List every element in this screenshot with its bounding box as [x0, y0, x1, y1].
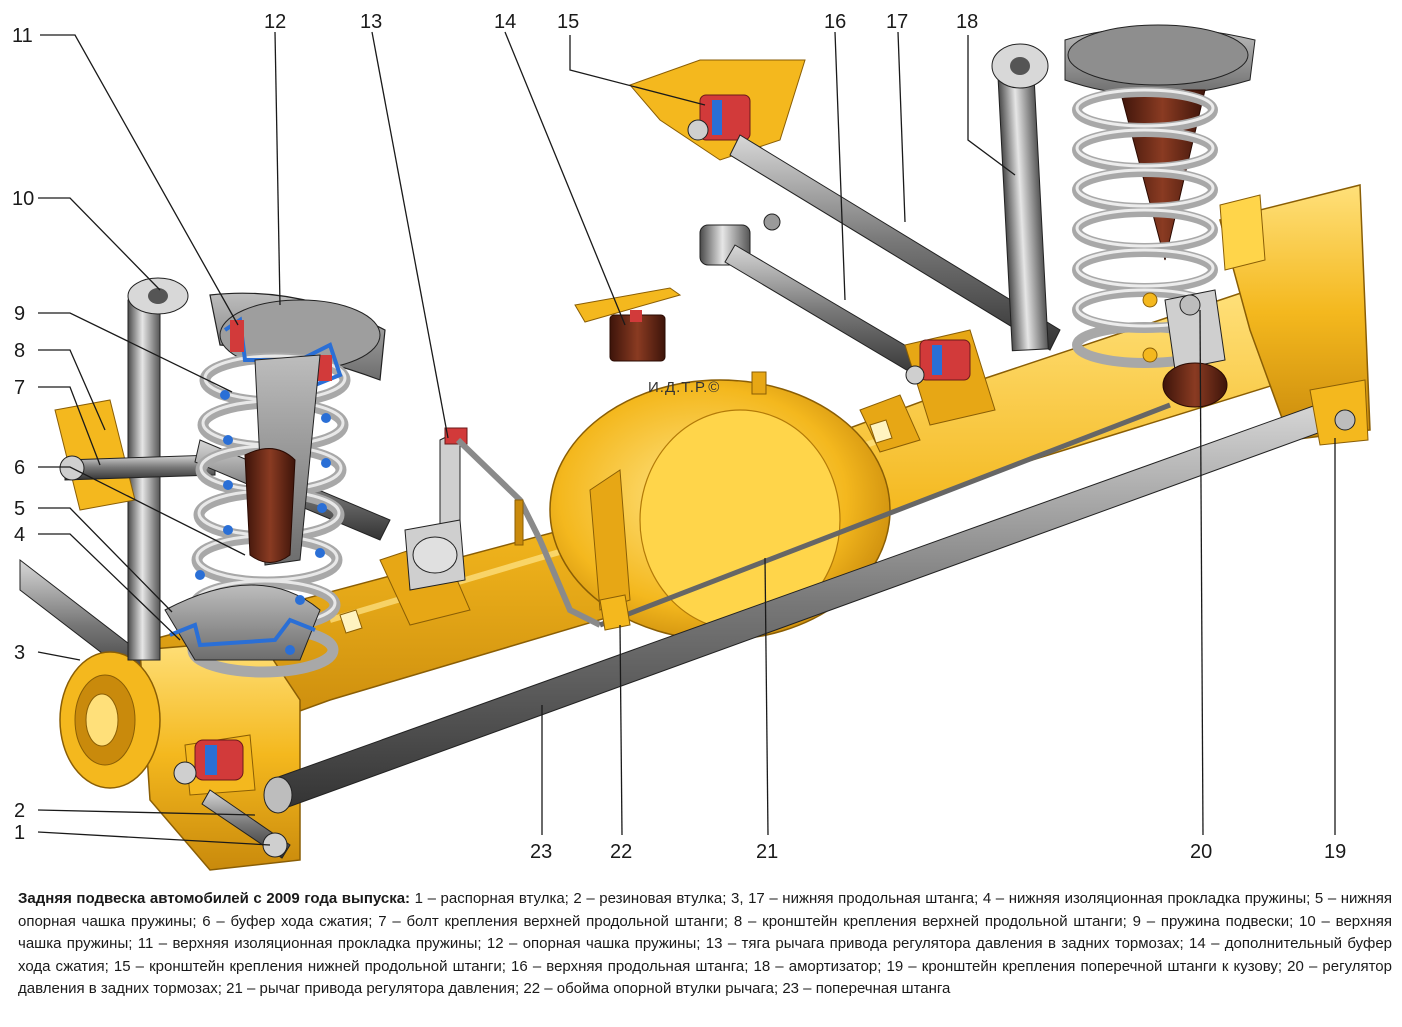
brake-pressure-regulator: [1142, 289, 1228, 408]
callout-15: 15: [557, 11, 579, 33]
caption-legend: 1 – распорная втулка; 2 – резиновая втул…: [18, 890, 1392, 998]
lower-bushing: [173, 734, 291, 859]
callout-23: 23: [530, 841, 552, 863]
callout-1: 1: [14, 822, 25, 844]
watermark-text: И.Д.Т.Р.©: [648, 379, 720, 396]
callout-8: 8: [14, 340, 25, 362]
callout-7: 7: [14, 377, 25, 399]
right-wheel-hub: [1219, 184, 1371, 441]
right-spring-assembly: [1064, 24, 1256, 368]
pressure-regulator-linkage: [404, 402, 1171, 631]
caption-title: Задняя подвеска автомобилей с 2009 года …: [18, 890, 411, 907]
upper-longitudinal-bar: [699, 213, 996, 426]
left-shock-absorber: [127, 277, 189, 661]
callout-9: 9: [14, 303, 25, 325]
differential-housing: И.Д.Т.Р.©: [549, 371, 891, 641]
callout-12: 12: [264, 11, 286, 33]
leader-lines: [37, 31, 1336, 846]
figure-caption: Задняя подвеска автомобилей с 2009 года …: [18, 888, 1392, 1001]
callout-13: 13: [360, 11, 382, 33]
callout-18: 18: [956, 11, 978, 33]
transverse-bar-mount: [1309, 379, 1369, 446]
left-spring-assembly: [164, 292, 386, 678]
callout-3: 3: [14, 642, 25, 664]
right-shock-absorber: [991, 43, 1049, 352]
additional-compression-buffer: [574, 287, 682, 362]
callout-16: 16: [824, 11, 846, 33]
rear-suspension-diagram: И.Д.Т.Р.©: [12, 11, 1371, 871]
callout-11: 11: [12, 25, 33, 47]
callout-2: 2: [14, 800, 25, 822]
callout-10: 10: [12, 188, 34, 210]
lower-bar-bracket: [629, 59, 1061, 351]
callout-6: 6: [14, 457, 25, 479]
callout-21: 21: [756, 841, 778, 863]
callout-19: 19: [1324, 841, 1346, 863]
callout-20: 20: [1190, 841, 1212, 863]
callout-5: 5: [14, 498, 25, 520]
callout-22: 22: [610, 841, 632, 863]
callout-4: 4: [14, 524, 25, 546]
callout-14: 14: [494, 11, 516, 33]
callout-numbers: 11 12 13 14 15 16 17 18 10 9 8 7 6 5 4 3…: [12, 11, 1346, 863]
callout-17: 17: [886, 11, 908, 33]
